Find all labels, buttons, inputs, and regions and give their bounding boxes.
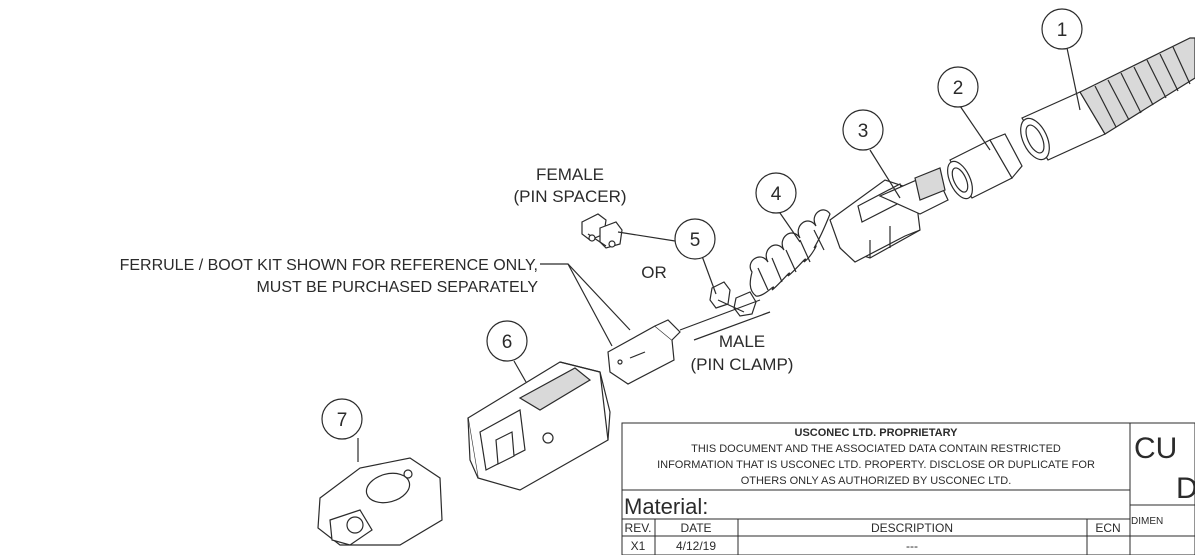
part-ferrule — [607, 319, 681, 385]
title-block-right-text-1: CU — [1134, 432, 1177, 465]
col-rev: REV. — [625, 521, 652, 535]
part-spring — [749, 209, 831, 297]
part-pin-spacer-female — [581, 213, 623, 249]
col-ecn: ECN — [1095, 521, 1120, 535]
ferrule-note-line-2: MUST BE PURCHASED SEPARATELY — [256, 279, 538, 296]
row-1-rev: X1 — [631, 539, 646, 553]
col-description: DESCRIPTION — [871, 521, 953, 535]
ferrule-note-line-1: FERRULE / BOOT KIT SHOWN FOR REFERENCE O… — [120, 257, 538, 274]
label-male: MALE — [719, 332, 765, 351]
row-1-description: --- — [906, 539, 918, 553]
balloon-7: 7 — [321, 398, 363, 440]
balloon-4-number: 4 — [771, 184, 782, 205]
balloon-6: 6 — [486, 320, 528, 362]
proprietary-line-1: THIS DOCUMENT AND THE ASSOCIATED DATA CO… — [691, 443, 1061, 455]
proprietary-line-3: OTHERS ONLY AS AUTHORIZED BY USCONEC LTD… — [741, 475, 1012, 487]
balloon-3: 3 — [842, 109, 884, 151]
balloon-1-number: 1 — [1057, 20, 1068, 41]
balloon-5: 5 — [674, 218, 716, 260]
label-pin-clamp: (PIN CLAMP) — [691, 355, 794, 374]
title-block-right-text-3: DIMEN — [1131, 516, 1163, 527]
part-housing — [829, 167, 949, 263]
part-dust-cap — [317, 457, 443, 546]
part-crimp-sleeve — [947, 133, 1023, 200]
title-block: USCONEC LTD. PROPRIETARY THIS DOCUMENT A… — [621, 422, 1195, 555]
material-label: Material: — [624, 494, 708, 519]
balloon-1: 1 — [1041, 8, 1083, 50]
balloon-5-number: 5 — [690, 230, 701, 251]
row-1-date: 4/12/19 — [676, 539, 716, 553]
proprietary-title: USCONEC LTD. PROPRIETARY — [795, 427, 959, 439]
part-adapter-body — [467, 361, 611, 491]
col-date: DATE — [680, 521, 711, 535]
leader-lines — [357, 47, 1081, 462]
label-pin-spacer: (PIN SPACER) — [513, 187, 626, 206]
balloon-7-number: 7 — [337, 410, 348, 431]
label-female: FEMALE — [536, 165, 604, 184]
label-or: OR — [641, 263, 667, 282]
proprietary-line-2: INFORMATION THAT IS USCONEC LTD. PROPERT… — [657, 459, 1095, 471]
balloon-6-number: 6 — [502, 332, 513, 353]
part-pin-clamp-male — [679, 281, 771, 341]
balloon-3-number: 3 — [858, 121, 869, 142]
balloon-2-number: 2 — [953, 78, 964, 99]
part-boot — [1020, 37, 1195, 161]
title-block-right-text-2: D — [1176, 472, 1195, 505]
balloon-2: 2 — [937, 66, 979, 108]
balloon-4: 4 — [755, 172, 797, 214]
